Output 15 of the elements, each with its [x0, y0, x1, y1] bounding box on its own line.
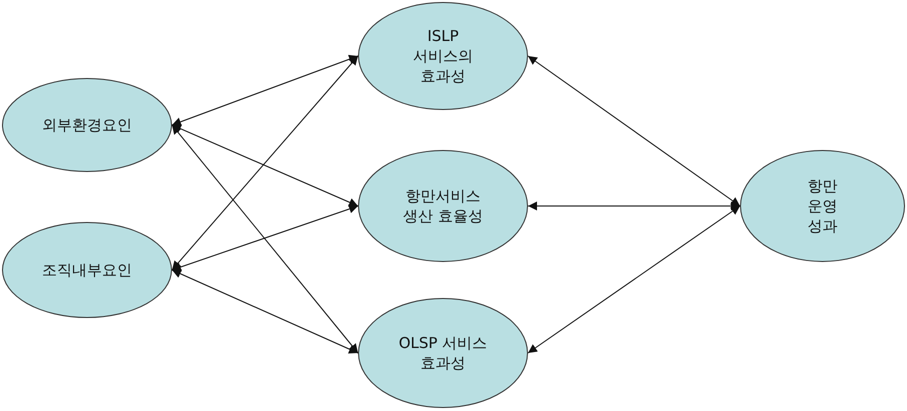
- arrow: [528, 206, 740, 354]
- arrow: [172, 54, 358, 126]
- node-label: 외부환경요인: [42, 114, 132, 136]
- node-label: 항만서비스 생산 효율성: [402, 186, 484, 226]
- node-label: 조직내부요인: [42, 260, 132, 280]
- node-label: 항만 운영 성과: [806, 176, 838, 236]
- arrow: [172, 270, 358, 354]
- arrow: [172, 124, 358, 207]
- arrow: [172, 124, 358, 354]
- arrow: [172, 204, 358, 272]
- arrow: [528, 202, 740, 210]
- node-label: OLSP 서비스 효과성: [398, 332, 488, 374]
- node-label: ISLP 서비스의 효과성: [412, 26, 474, 86]
- arrow: [528, 56, 740, 206]
- arrow: [172, 56, 358, 270]
